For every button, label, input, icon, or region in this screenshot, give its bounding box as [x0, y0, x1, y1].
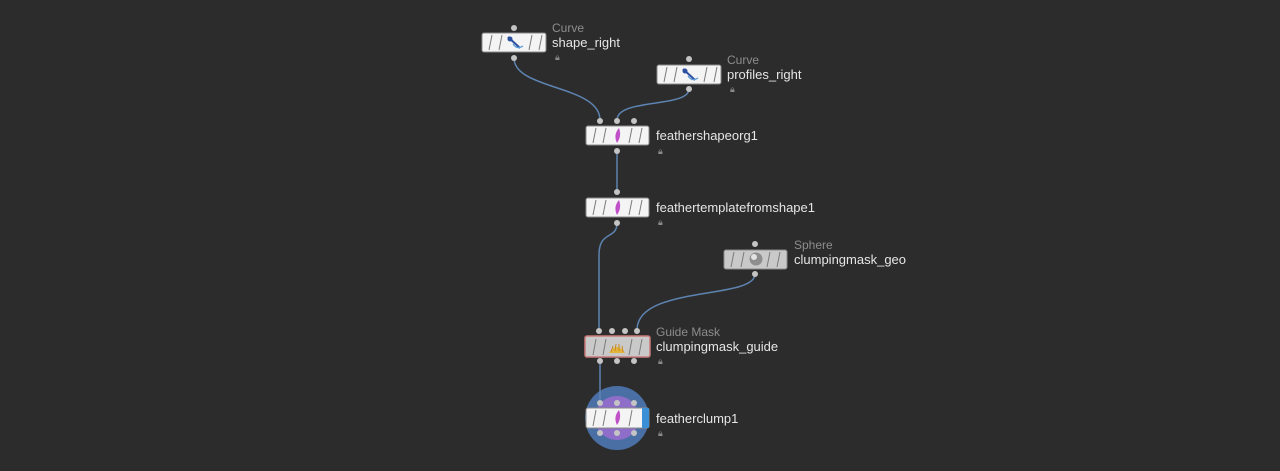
node-name-label[interactable]: featherclump1 — [656, 411, 739, 426]
curve-pen-icon — [682, 68, 699, 81]
node-type-label: Sphere — [794, 238, 833, 252]
node-shape-right[interactable] — [481, 25, 547, 61]
wire-sphere-to-guide — [636, 273, 756, 331]
input-port-1[interactable] — [597, 118, 603, 124]
wire-feathertemplate-to-guide — [598, 222, 618, 330]
node-name-label[interactable]: feathertemplatefromshape1 — [656, 200, 815, 215]
curve-pen-icon — [507, 36, 524, 49]
lock-icon[interactable]: 🔒︎ — [555, 52, 560, 62]
node-featherclump1[interactable] — [585, 400, 650, 436]
wire-profiles-right-to-feathershapeorg1 — [616, 88, 690, 121]
wire-shape-right-to-feathershapeorg1 — [513, 57, 601, 121]
node-name-label[interactable]: clumpingmask_geo — [794, 252, 907, 267]
node-name-label[interactable]: shape_right — [552, 35, 620, 50]
lock-icon[interactable]: 🔒︎ — [658, 217, 663, 227]
output-port-3[interactable] — [631, 430, 637, 436]
output-port[interactable] — [752, 271, 758, 277]
node-type-label: Curve — [727, 53, 760, 67]
output-port[interactable] — [614, 220, 620, 226]
input-port[interactable] — [752, 241, 758, 247]
output-port-2[interactable] — [614, 358, 620, 364]
lock-icon[interactable]: 🔒︎ — [658, 146, 663, 156]
node-name-label[interactable]: clumpingmask_guide — [656, 339, 779, 354]
feather-icon — [615, 410, 621, 425]
output-port-3[interactable] — [631, 358, 637, 364]
input-port-1[interactable] — [596, 328, 602, 334]
input-port-4[interactable] — [634, 328, 640, 334]
lock-icon[interactable]: 🔒︎ — [658, 356, 663, 366]
output-port-1[interactable] — [597, 358, 603, 364]
node-body[interactable] — [584, 335, 651, 358]
output-port-1[interactable] — [597, 430, 603, 436]
output-port-2[interactable] — [614, 430, 620, 436]
lock-icon[interactable]: 🔒︎ — [658, 428, 663, 438]
display-flag-button[interactable] — [642, 408, 649, 428]
input-port-2[interactable] — [614, 400, 620, 406]
lock-icon[interactable]: 🔒︎ — [730, 84, 735, 94]
input-port-3[interactable] — [631, 400, 637, 406]
node-feathertemplatefromshape1[interactable] — [585, 189, 650, 226]
input-port[interactable] — [511, 25, 517, 31]
feather-icon — [615, 200, 621, 215]
input-port[interactable] — [614, 189, 620, 195]
input-port-2[interactable] — [609, 328, 615, 334]
node-profiles-right[interactable] — [656, 56, 722, 92]
node-clumpingmask-guide[interactable] — [584, 328, 651, 364]
node-type-label: Guide Mask — [656, 325, 721, 339]
input-port-3[interactable] — [622, 328, 628, 334]
input-port-3[interactable] — [631, 118, 637, 124]
feather-icon — [615, 128, 621, 143]
node-clumpingmask-geo[interactable] — [723, 241, 788, 277]
output-port[interactable] — [614, 148, 620, 154]
node-type-label: Curve — [552, 21, 585, 35]
input-port[interactable] — [686, 56, 692, 62]
output-port[interactable] — [686, 86, 692, 92]
guide-mask-icon — [609, 343, 625, 353]
input-port-1[interactable] — [597, 400, 603, 406]
node-name-label[interactable]: feathershapeorg1 — [656, 128, 758, 143]
node-name-label[interactable]: profiles_right — [727, 67, 802, 82]
node-feathershapeorg1[interactable] — [585, 118, 650, 154]
output-port[interactable] — [511, 55, 517, 61]
input-port-2[interactable] — [614, 118, 620, 124]
